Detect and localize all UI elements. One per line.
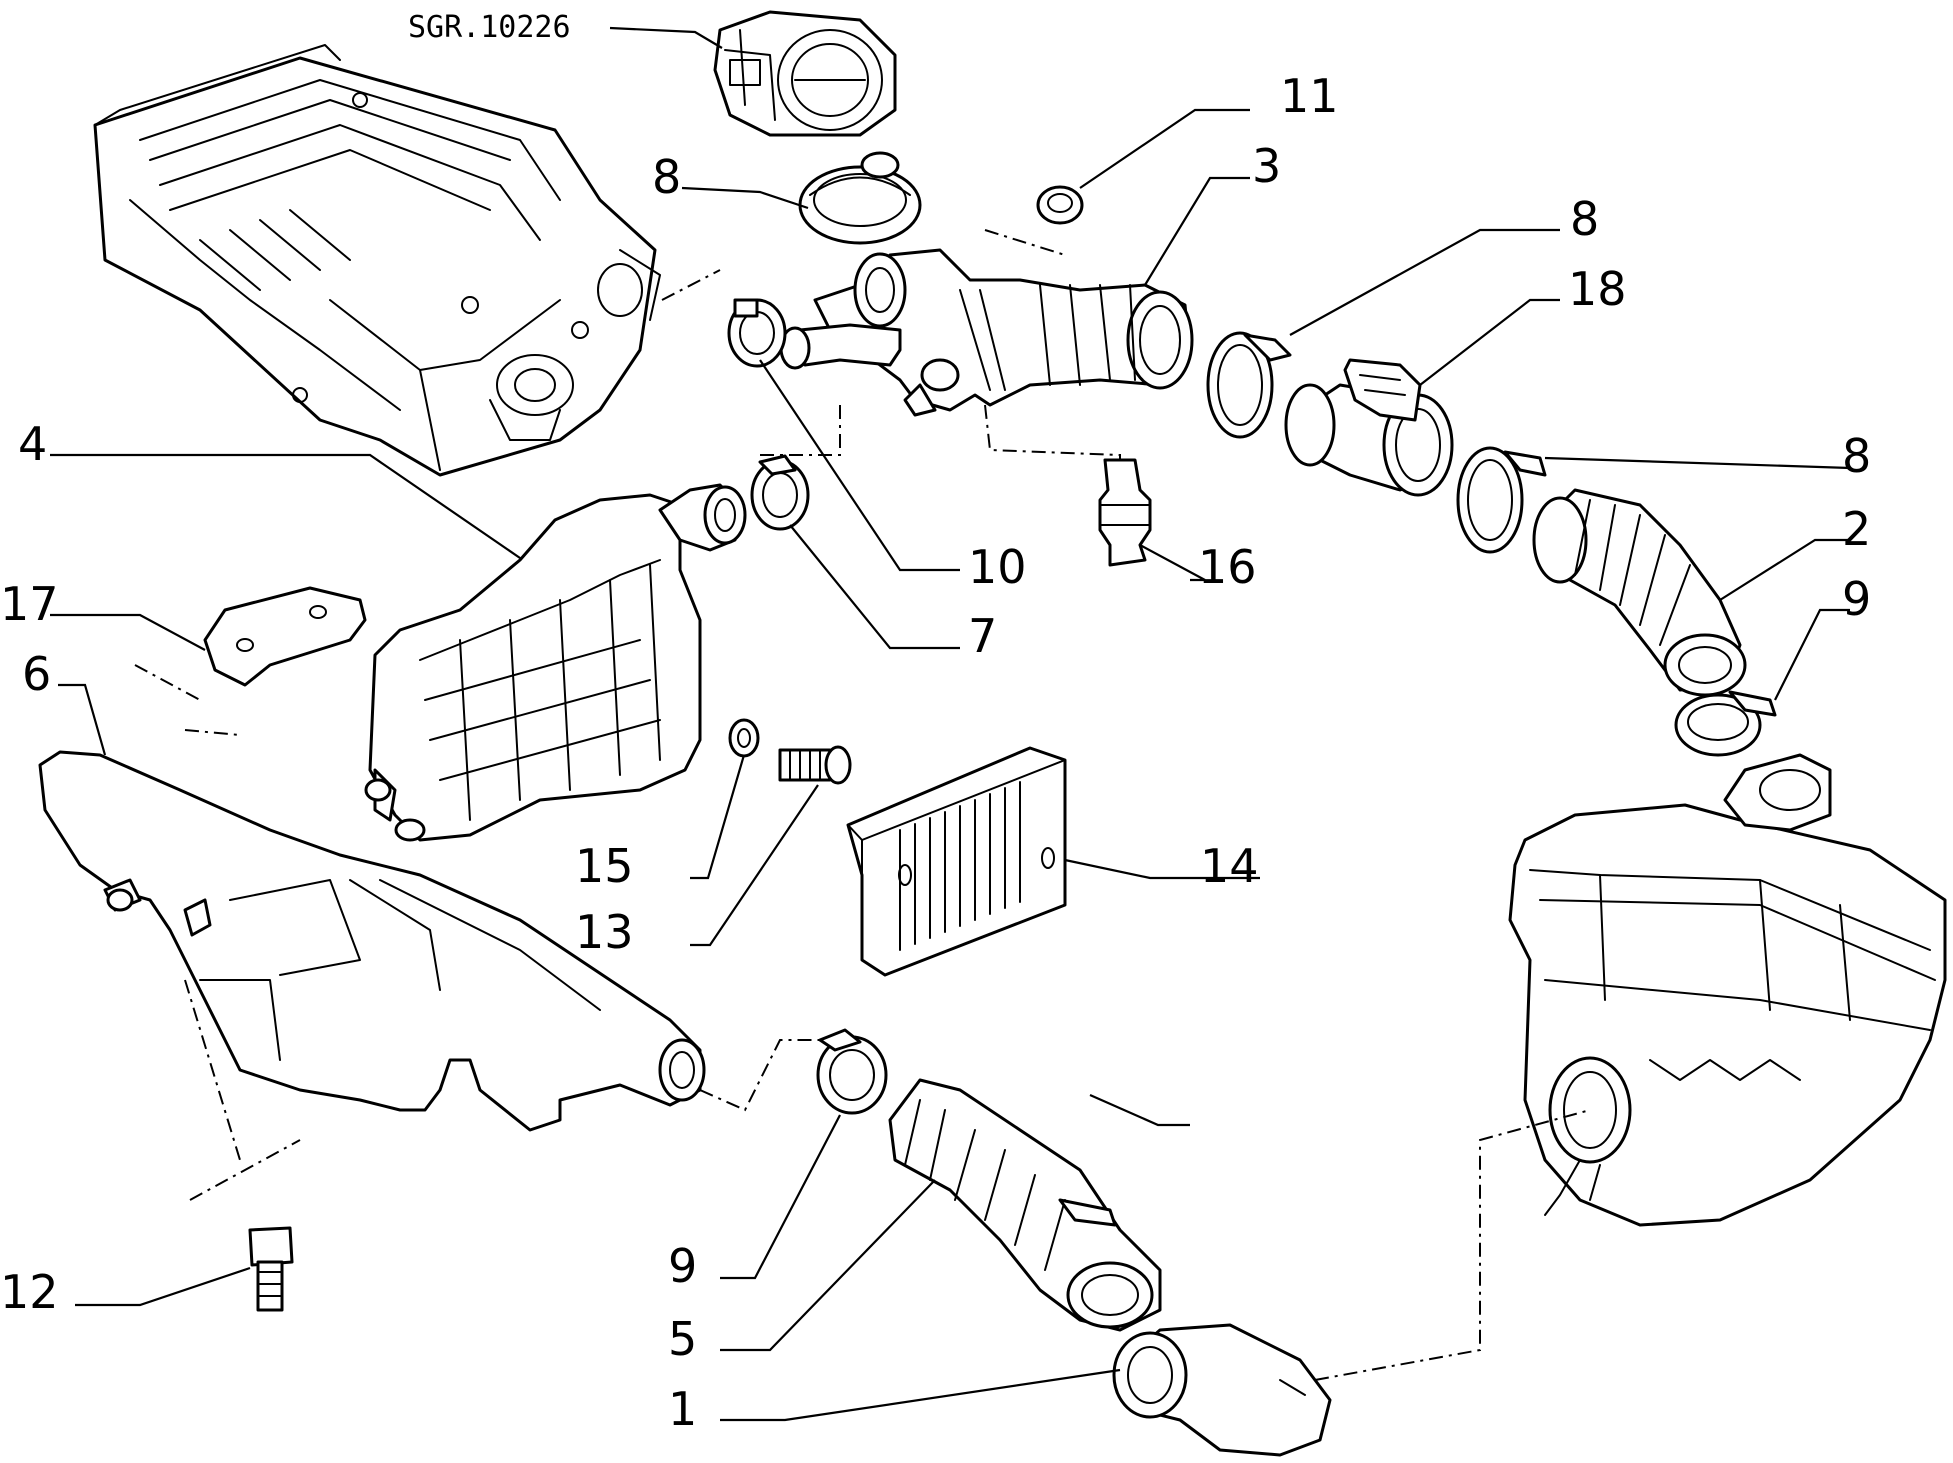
label-1: 1: [668, 1382, 697, 1436]
duct-2: [1532, 488, 1747, 697]
label-8-mid: 8: [1570, 192, 1599, 246]
clamp-9-lower: [816, 1028, 888, 1115]
label-5: 5: [668, 1312, 697, 1366]
resonator-4: [364, 483, 747, 842]
label-15: 15: [575, 839, 634, 893]
part-labels: SGR.10226 11 3 8 8 18 8 2 9 10 16 7 4 17…: [0, 10, 1871, 1436]
elbow-duct-1: [1112, 1323, 1332, 1457]
duct-3: [779, 248, 1194, 417]
intake-duct-6: [38, 750, 706, 1132]
bracket-17: [203, 586, 367, 687]
leader-lines: [50, 26, 1851, 1422]
reference-code: SGR.10226: [408, 10, 571, 45]
label-12: 12: [0, 1265, 59, 1319]
label-2: 2: [1842, 502, 1871, 556]
sensor-16: [1098, 458, 1152, 567]
label-17: 17: [0, 577, 59, 631]
clamp-8-top: [798, 151, 922, 245]
clamp-10: [727, 298, 787, 368]
label-8-right: 8: [1842, 429, 1871, 483]
duct-5: [888, 1078, 1162, 1332]
clamp-8-right: [1456, 446, 1547, 554]
label-14: 14: [1200, 839, 1259, 893]
assembly-lines: [134, 229, 1591, 1381]
label-6: 6: [22, 647, 51, 701]
clamp-8-mid: [1206, 331, 1292, 439]
filter-element-14: [846, 746, 1067, 977]
label-16: 16: [1198, 540, 1257, 594]
label-11: 11: [1280, 69, 1339, 123]
label-9-right: 9: [1842, 572, 1871, 626]
label-10: 10: [968, 540, 1027, 594]
label-7: 7: [968, 609, 997, 663]
clamp-11: [1036, 185, 1084, 225]
label-9-lower: 9: [668, 1239, 697, 1293]
label-13: 13: [575, 905, 634, 959]
washer-15: [728, 718, 760, 758]
air-flow-meter-18: [1284, 358, 1454, 497]
label-4: 4: [18, 417, 47, 471]
label-18: 18: [1568, 262, 1627, 316]
label-3: 3: [1252, 139, 1281, 193]
bolt-13: [778, 745, 852, 785]
clamp-9-right: [1674, 690, 1777, 757]
engine-block: [93, 44, 661, 477]
label-8-top: 8: [652, 150, 681, 204]
clamp-7: [750, 454, 810, 531]
air-filter-housing: [1508, 753, 1947, 1227]
throttle-body: [713, 10, 897, 137]
bolt-12: [248, 1226, 294, 1312]
